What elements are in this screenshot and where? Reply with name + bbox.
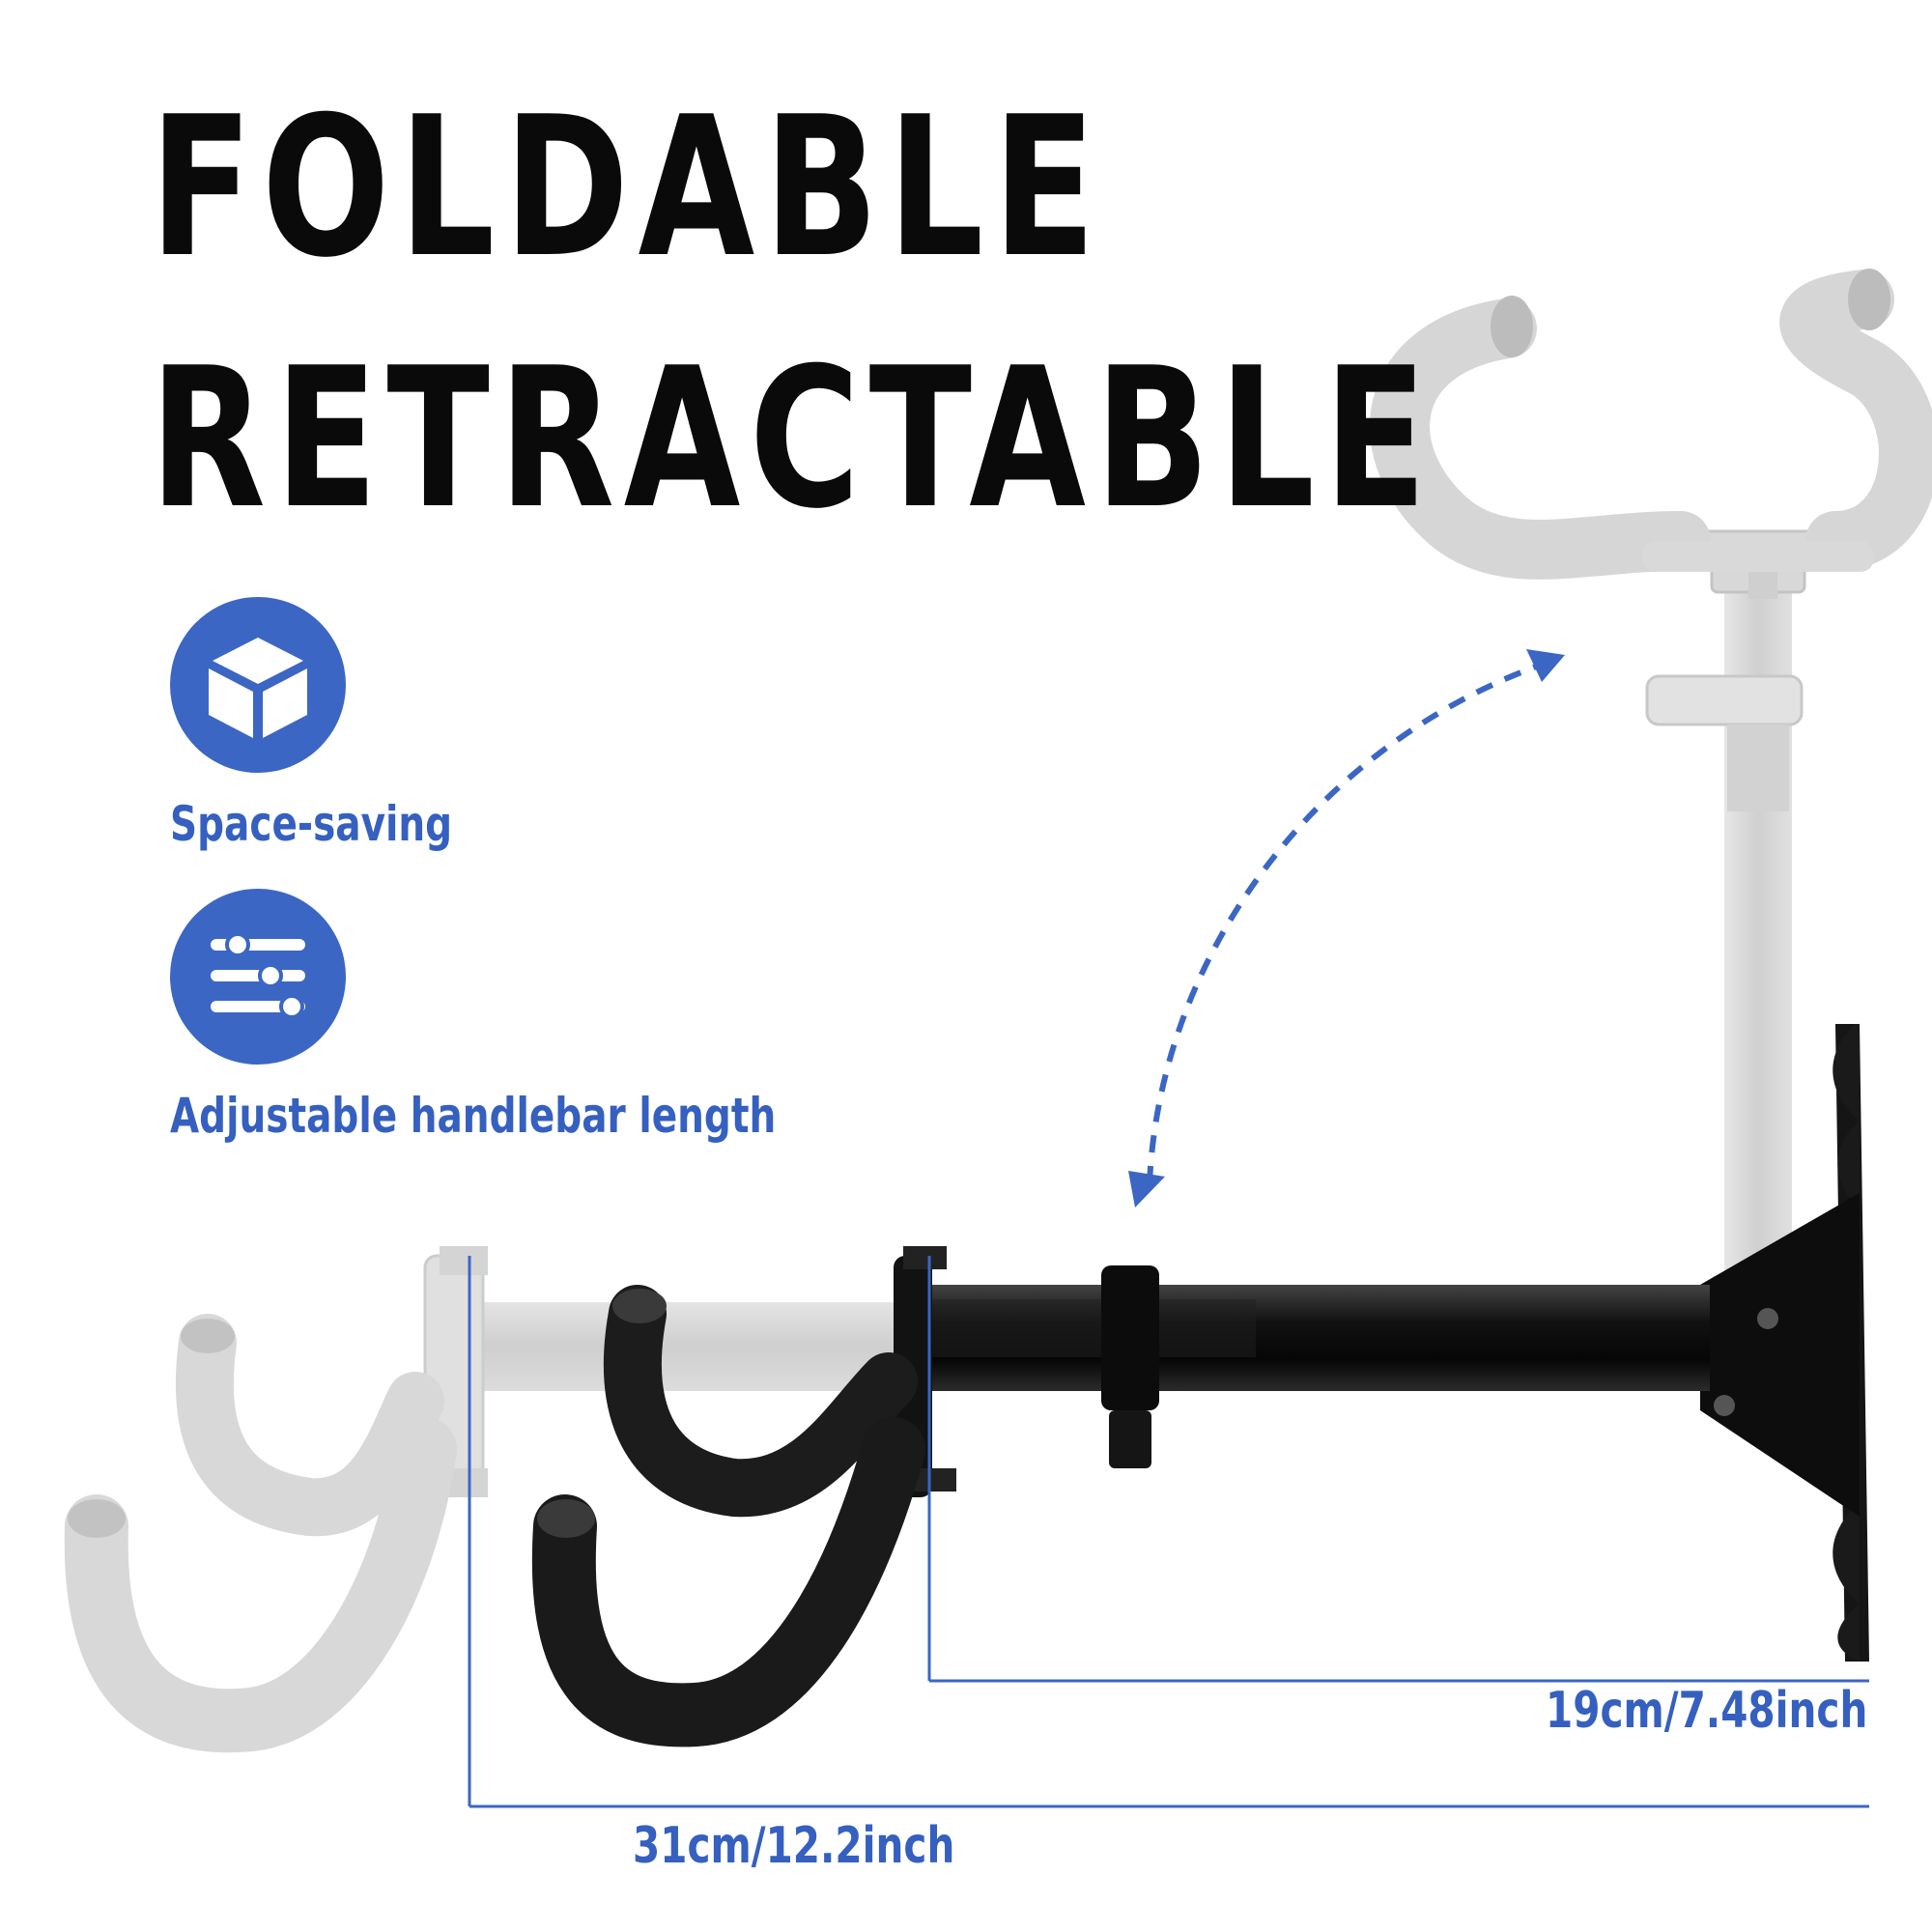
wall-plate [1700,1024,1869,1662]
ghost-extended-arm [64,1246,927,1753]
black-arm [531,1246,1710,1747]
dimension-label-retracted: 19cm/7.48inch [1546,1682,1868,1740]
feature-label-adjustable-length: Adjustable handlebar length [170,1088,777,1144]
headline-line-2: RETRACTABLE [150,327,1436,552]
dimension-label-extended: 31cm/12.2inch [633,1817,955,1875]
feature-label-space-saving: Space-saving [170,796,453,852]
arrow-head-down [1128,1171,1165,1208]
sliders-icon [170,889,346,1065]
cube-icon [170,597,346,773]
ghost-vertical-post [1370,269,1932,1275]
dimension-lines [468,1256,1869,1808]
fold-arrow [1128,649,1565,1208]
headline-line-1: FOLDABLE [150,75,1105,300]
arrow-head-up [1526,649,1565,682]
